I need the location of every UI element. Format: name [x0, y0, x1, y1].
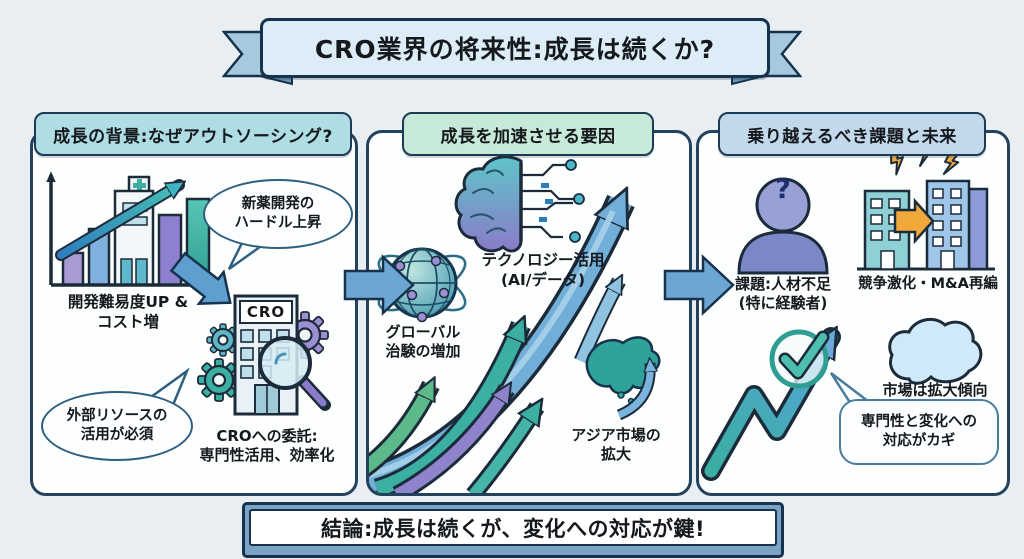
ai-brain-icon	[454, 146, 585, 253]
asia-map-icon	[585, 336, 661, 421]
global-caption: グローバル 治験の増加	[385, 323, 461, 361]
tech-caption: テクノロジー活用 (AI/データ)	[481, 251, 605, 289]
panel-background: 開発難易度UP & コスト増 新薬開発の ハードル上昇 CRO CROへの委託:…	[30, 130, 358, 496]
bubble-hurdle: 新薬開発の ハードル上昇	[203, 179, 353, 249]
cloud-icon	[888, 317, 983, 385]
cro-caption: CROへの委託: 専門性活用、効率化	[199, 427, 335, 465]
bubble-key: 専門性と変化への 対応がカギ	[839, 399, 999, 465]
header-drivers-label: 成長を加速させる要因	[440, 126, 616, 147]
bubble-resource: 外部リソースの 活用が必須	[41, 391, 193, 461]
gear-icon	[206, 323, 240, 357]
magnifier-icon	[258, 336, 331, 411]
competition-caption: 競争激化・M&A再編	[858, 276, 998, 292]
conclusion-banner: 結論:成長は続くが、変化への対応が鍵!	[242, 502, 784, 558]
header-background-label: 成長の背景:なぜアウトソーシング?	[53, 126, 333, 147]
title-banner: CRO業界の将来性:成長は続くか?	[260, 18, 770, 78]
competition-buildings-icon	[857, 136, 995, 271]
chart-caption: 開発難易度UP & コスト増	[67, 293, 189, 331]
panel-challenges-graphics	[701, 136, 995, 481]
panel-drivers: テクノロジー活用 (AI/データ) グローバル 治験の増加 アジア市場の 拡大	[366, 130, 692, 496]
down-right-arrow-icon	[169, 251, 232, 306]
pharma-building-icon	[113, 175, 155, 287]
cro-building-icon	[197, 294, 331, 416]
talent-caption: 課題:人材不足 (特に経験者)	[735, 275, 831, 313]
header-challenges-label: 乗り越えるべき課題と未来	[747, 126, 957, 147]
header-drivers: 成長を加速させる要因	[402, 112, 654, 156]
asia-caption: アジア市場の 拡大	[571, 426, 661, 464]
cro-sign: CRO	[246, 303, 286, 321]
page-title: CRO業界の将来性:成長は続くか?	[314, 35, 716, 64]
header-background: 成長の背景:なぜアウトソーシング?	[34, 112, 352, 156]
growth-arrows	[369, 201, 635, 493]
question-mark: ?	[775, 174, 791, 205]
check-circle-icon	[769, 329, 830, 389]
person-question-icon	[737, 177, 829, 275]
header-challenges: 乗り越えるべき課題と未来	[718, 112, 986, 156]
conclusion-text: 結論:成長は続くが、変化への対応が鍵!	[320, 516, 706, 541]
market-caption: 市場は拡大傾向	[882, 381, 988, 399]
panel-background-graphics	[46, 171, 331, 416]
merge-arrow-icon	[893, 197, 935, 245]
panel-drivers-graphics	[369, 146, 661, 493]
panel-challenges: ? 課題:人材不足 (特に経験者) 競争激化・M&A再編 市場は拡大傾向 専門性…	[696, 130, 1010, 496]
